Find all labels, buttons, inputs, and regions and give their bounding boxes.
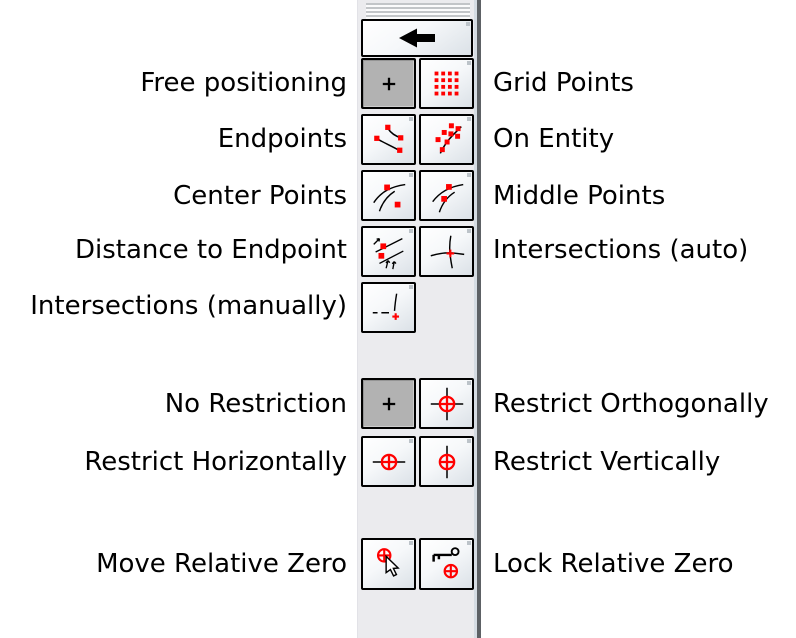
restrict-orthogonally-icon: [425, 383, 469, 425]
no-restriction-button[interactable]: [361, 378, 416, 429]
label-middle-points: Middle Points: [493, 181, 666, 211]
grip-bar: [366, 11, 470, 13]
restrict-horizontally-icon: [367, 441, 411, 483]
toolbar-edge-highlight: [474, 0, 477, 638]
on-entity-icon: [425, 119, 469, 161]
no-restriction-icon: [367, 383, 411, 425]
on-entity-button[interactable]: [419, 114, 474, 165]
intersections-manually-icon: [367, 287, 411, 329]
endpoints-button[interactable]: [361, 114, 416, 165]
distance-to-endpoint-icon: [367, 231, 411, 273]
label-free-positioning: Free positioning: [140, 68, 347, 98]
free-positioning-button[interactable]: [361, 58, 416, 109]
lock-relative-zero-button[interactable]: [419, 538, 474, 590]
center-points-icon: [367, 175, 411, 217]
label-intersections-auto: Intersections (auto): [493, 235, 749, 265]
grip-bar: [366, 15, 470, 17]
grip-bar: [366, 3, 470, 5]
restrict-vertically-icon: [425, 441, 469, 483]
intersections-auto-icon: [425, 231, 469, 273]
free-positioning-icon: [367, 63, 411, 105]
move-relative-zero-button[interactable]: [361, 538, 416, 590]
distance-to-endpoint-button[interactable]: [361, 226, 416, 277]
label-distance-to-endpoint: Distance to Endpoint: [74, 235, 347, 265]
toolbar-divider-line: [477, 0, 481, 638]
restrict-orthogonally-button[interactable]: [419, 378, 474, 429]
label-restrict-orthogonally: Restrict Orthogonally: [493, 389, 769, 419]
lock-relative-zero-icon: [425, 543, 469, 585]
grip-bar: [366, 7, 470, 9]
toolbar-drag-handle[interactable]: [366, 3, 470, 19]
intersections-auto-button[interactable]: [419, 226, 474, 277]
grid-points-button[interactable]: [419, 58, 474, 109]
label-lock-relative-zero: Lock Relative Zero: [493, 549, 734, 579]
endpoints-icon: [367, 119, 411, 161]
back-button[interactable]: [361, 19, 473, 57]
intersections-manually-button[interactable]: [361, 282, 416, 333]
label-endpoints: Endpoints: [217, 124, 347, 154]
restrict-vertically-button[interactable]: [419, 436, 474, 487]
back-arrow-icon: [367, 23, 467, 53]
label-move-relative-zero: Move Relative Zero: [96, 549, 347, 579]
move-relative-zero-icon: [367, 543, 411, 585]
restrict-horizontally-button[interactable]: [361, 436, 416, 487]
label-intersections-manually: Intersections (manually): [30, 291, 347, 321]
label-restrict-horizontally: Restrict Horizontally: [84, 447, 347, 477]
label-restrict-vertically: Restrict Vertically: [493, 447, 721, 477]
middle-points-button[interactable]: [419, 170, 474, 221]
label-on-entity: On Entity: [493, 124, 615, 154]
grid-points-icon: [425, 63, 469, 105]
label-no-restriction: No Restriction: [164, 389, 347, 419]
center-points-button[interactable]: [361, 170, 416, 221]
label-center-points: Center Points: [173, 181, 347, 211]
middle-points-icon: [425, 175, 469, 217]
label-grid-points: Grid Points: [493, 68, 634, 98]
